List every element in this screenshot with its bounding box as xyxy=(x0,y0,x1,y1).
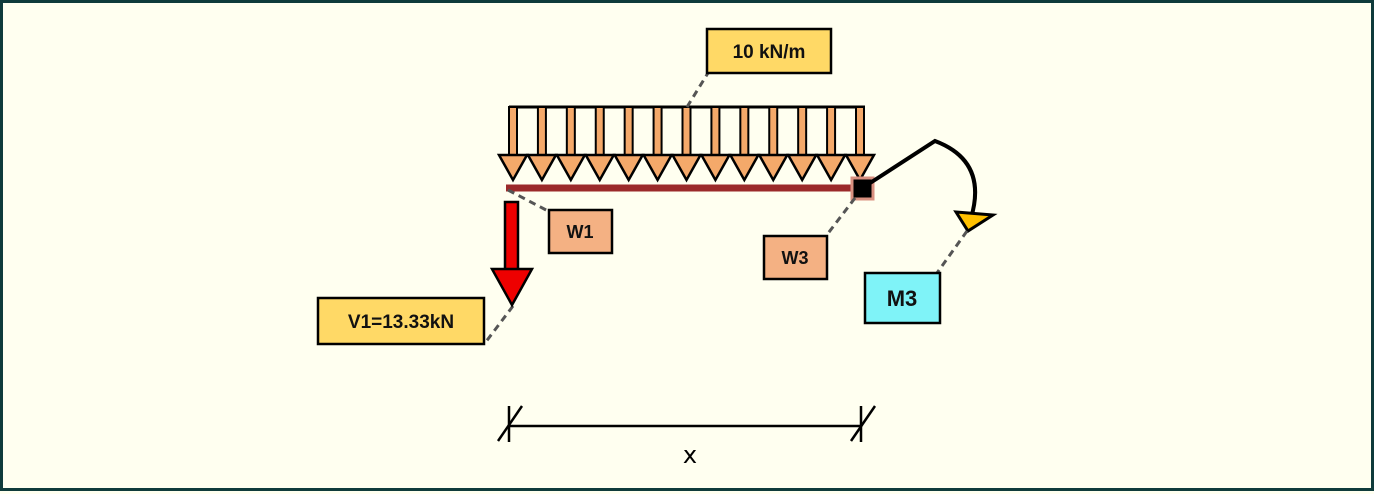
dimension-line: x xyxy=(496,405,877,469)
load-label-leader xyxy=(685,72,710,108)
load-arrow-icon xyxy=(757,106,790,183)
load-arrow-icon xyxy=(496,106,530,183)
shear-force-arrow-icon xyxy=(489,200,535,308)
load-label-text: 10 kN/m xyxy=(733,42,806,63)
load-label-box: 10 kN/m xyxy=(705,27,833,75)
load-arrow-icon xyxy=(525,106,559,183)
load-arrow-icon xyxy=(814,106,848,183)
m3-leader xyxy=(935,230,969,274)
v1-leader xyxy=(483,305,515,344)
load-arrow-icon xyxy=(786,106,819,183)
load-arrow-icon xyxy=(612,106,645,183)
load-arrow-icon xyxy=(699,106,732,183)
moment-arrowhead-icon xyxy=(953,210,998,234)
v1-label-box: V1=13.33kN xyxy=(316,296,486,346)
w3-label-text: W3 xyxy=(782,248,809,268)
w3-leader xyxy=(824,197,857,237)
v1-label-text: V1=13.33kN xyxy=(348,312,454,333)
dimension-label: x xyxy=(683,441,697,469)
dimension-slash-left xyxy=(496,405,524,442)
dimension-slash-right xyxy=(849,405,877,442)
load-arrow-icon xyxy=(554,106,587,183)
load-arrow-icon xyxy=(843,106,877,183)
load-arrow-icon xyxy=(728,106,761,183)
w1-leader xyxy=(507,188,549,213)
moment-arc xyxy=(865,138,978,219)
beam-diagram: 10 kN/m W1 W3 M3 V1=13.33kN xyxy=(316,27,998,469)
m3-label-box: M3 xyxy=(863,271,942,325)
distributed-load xyxy=(496,105,877,183)
w1-label-box: W1 xyxy=(547,208,614,255)
load-arrow-icon xyxy=(583,106,616,183)
load-arrow-icon xyxy=(641,106,674,183)
w3-label-box: W3 xyxy=(762,234,829,281)
m3-label-text: M3 xyxy=(887,286,918,311)
load-arrow-icon xyxy=(670,106,703,183)
w1-label-text: W1 xyxy=(567,222,594,242)
